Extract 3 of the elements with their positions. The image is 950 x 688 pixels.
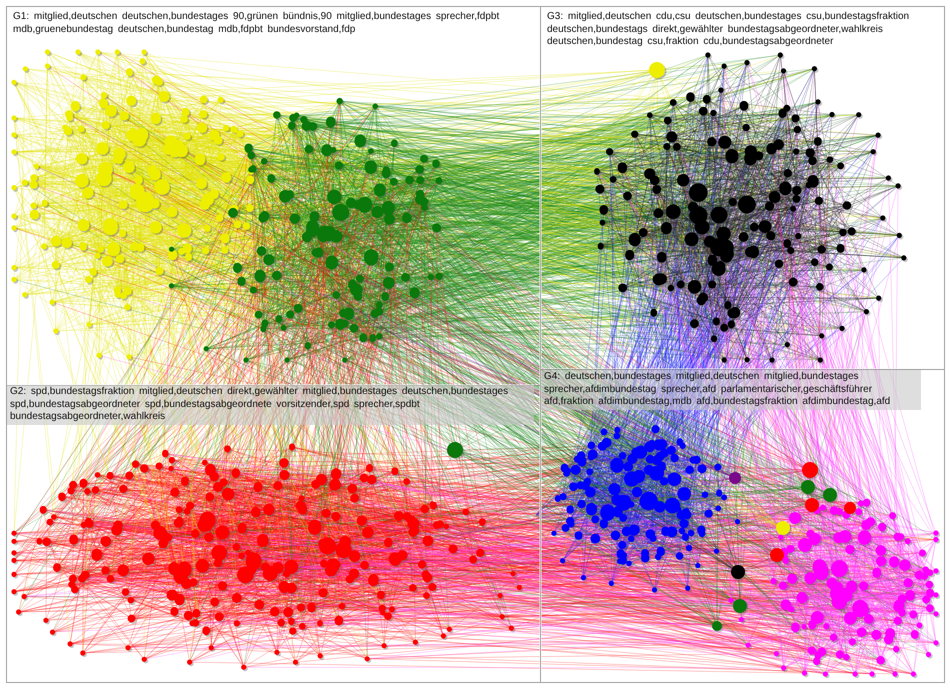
group-label: G1: mitglied,deutschen deutschen,bundestages 90,grünen bündnis,90 mitglied,bundestages sprecher,fdpbt mdb,gruenebundestag deutschen,bundestag mdb,fdpbt bundesvorstand,fdp (12, 10, 500, 36)
group-label: G2: spd,bundestagsfraktion mitglied,deutschen direkt,gewählter mitglied,bundestages deutschen,bundestages spd,bundestagsabgeordneter spd,bundestagsabgeordnete vorsitzender,spd sprecher,spdbt bundestagsabgeordneter,wahlkreis (7, 385, 534, 424)
group-label: G3: mitglied,deutschen cdu,csu deutschen,bundestages csu,bundestagsfraktion deutschen,bundestags direkt,gewählter bundestagsabgeordneter,wahlkreis deutschen,bundestag csu,fraktion cdu,bundestagsabgeordneter (546, 10, 910, 49)
